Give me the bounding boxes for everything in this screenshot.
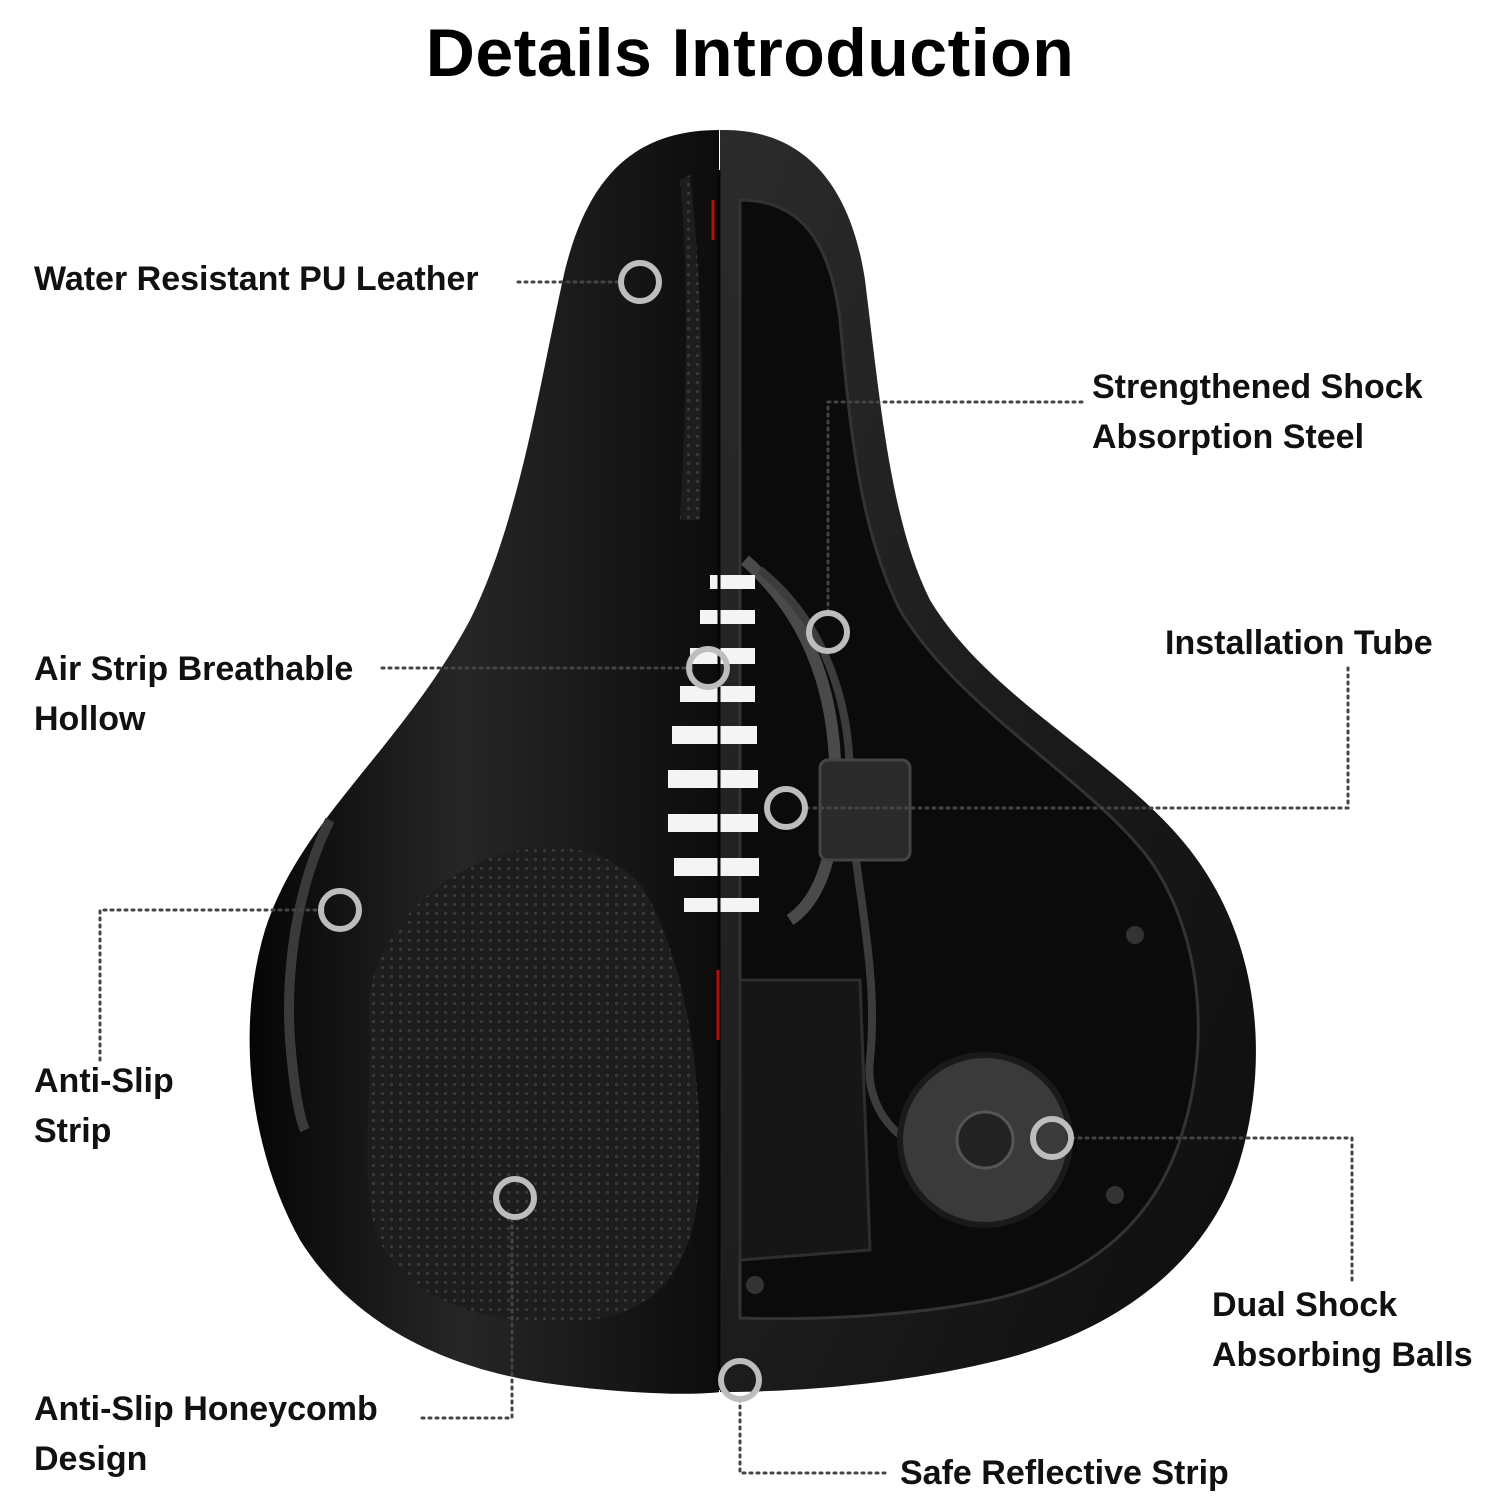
saddle-shell-left xyxy=(249,130,719,1394)
label-anti-slip-strip: Anti-Slip Strip xyxy=(34,1056,174,1156)
marker-honeycomb xyxy=(493,1176,537,1220)
label-reflective: Safe Reflective Strip xyxy=(900,1448,1229,1498)
page-title: Details Introduction xyxy=(425,15,1075,91)
leader-dual-balls xyxy=(1068,1136,1354,1282)
label-line-1: Dual Shock xyxy=(1212,1286,1398,1324)
marker-air-strip xyxy=(686,646,730,690)
leader-honeycomb xyxy=(420,1216,514,1420)
marker-water-resistant xyxy=(618,260,662,304)
label-strengthened-steel: Strengthened Shock Absorption Steel xyxy=(1092,362,1423,462)
air-strip-slats xyxy=(668,575,759,912)
label-line-1: Strengthened Shock xyxy=(1092,368,1423,406)
label-dual-balls: Dual Shock Absorbing Balls xyxy=(1212,1280,1473,1380)
label-installation-tube: Installation Tube xyxy=(1165,618,1433,668)
label-line-1: Air Strip Breathable xyxy=(34,650,354,688)
label-text: Installation Tube xyxy=(1165,624,1433,662)
marker-strengthened-steel xyxy=(806,610,850,654)
marker-reflective xyxy=(718,1358,762,1402)
label-line-1: Anti-Slip xyxy=(34,1062,174,1100)
leader-anti-slip-strip xyxy=(98,908,326,1062)
label-text: Safe Reflective Strip xyxy=(900,1454,1229,1492)
label-line-1: Anti-Slip Honeycomb xyxy=(34,1390,378,1428)
leader-reflective xyxy=(738,1398,887,1475)
marker-dual-balls xyxy=(1030,1116,1074,1160)
anti-slip-side-strip xyxy=(284,817,335,1133)
saddle-underside-right xyxy=(720,129,1256,1392)
label-line-2: Design xyxy=(34,1440,148,1478)
label-water-resistant: Water Resistant PU Leather xyxy=(34,254,479,304)
honeycomb-panel xyxy=(367,847,700,1322)
label-air-strip: Air Strip Breathable Hollow xyxy=(34,644,353,744)
label-line-2: Strip xyxy=(34,1112,112,1150)
leader-installation-tube xyxy=(802,666,1350,810)
leader-strengthened-steel xyxy=(826,400,1084,617)
label-line-2: Absorbing Balls xyxy=(1212,1336,1473,1374)
label-line-2: Hollow xyxy=(34,700,146,738)
label-honeycomb: Anti-Slip Honeycomb Design xyxy=(34,1384,378,1484)
label-line-2: Absorption Steel xyxy=(1092,418,1365,456)
label-text: Water Resistant PU Leather xyxy=(34,260,479,298)
marker-installation-tube xyxy=(764,786,808,830)
marker-anti-slip-strip xyxy=(318,888,362,932)
